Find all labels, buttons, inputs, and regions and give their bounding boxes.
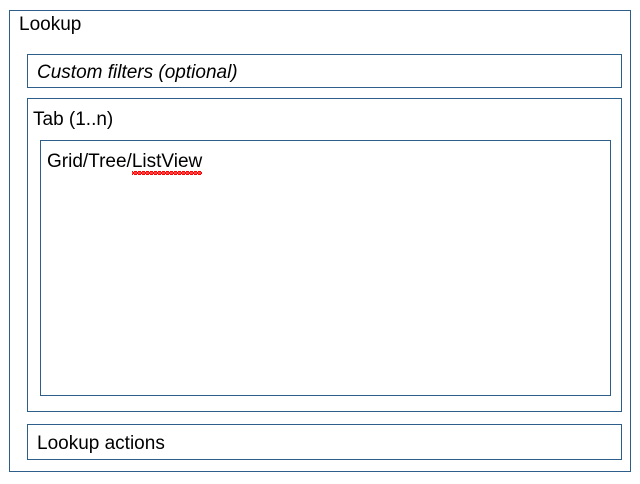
custom-filters-box[interactable] [27,54,622,88]
tab-label: Tab (1..n) [33,109,114,130]
grid-label-prefix: Grid/Tree/ [47,151,132,172]
lookup-title: Lookup [19,14,82,35]
custom-filters-label: Custom filters (optional) [37,62,238,83]
grid-tree-listview-label: Grid/Tree/ListView [47,151,203,175]
grid-label-misspelled-word: ListView [131,151,203,175]
lookup-actions-box[interactable] [27,424,622,460]
lookup-actions-label: Lookup actions [37,433,165,454]
grid-tree-listview-box[interactable] [40,140,611,396]
